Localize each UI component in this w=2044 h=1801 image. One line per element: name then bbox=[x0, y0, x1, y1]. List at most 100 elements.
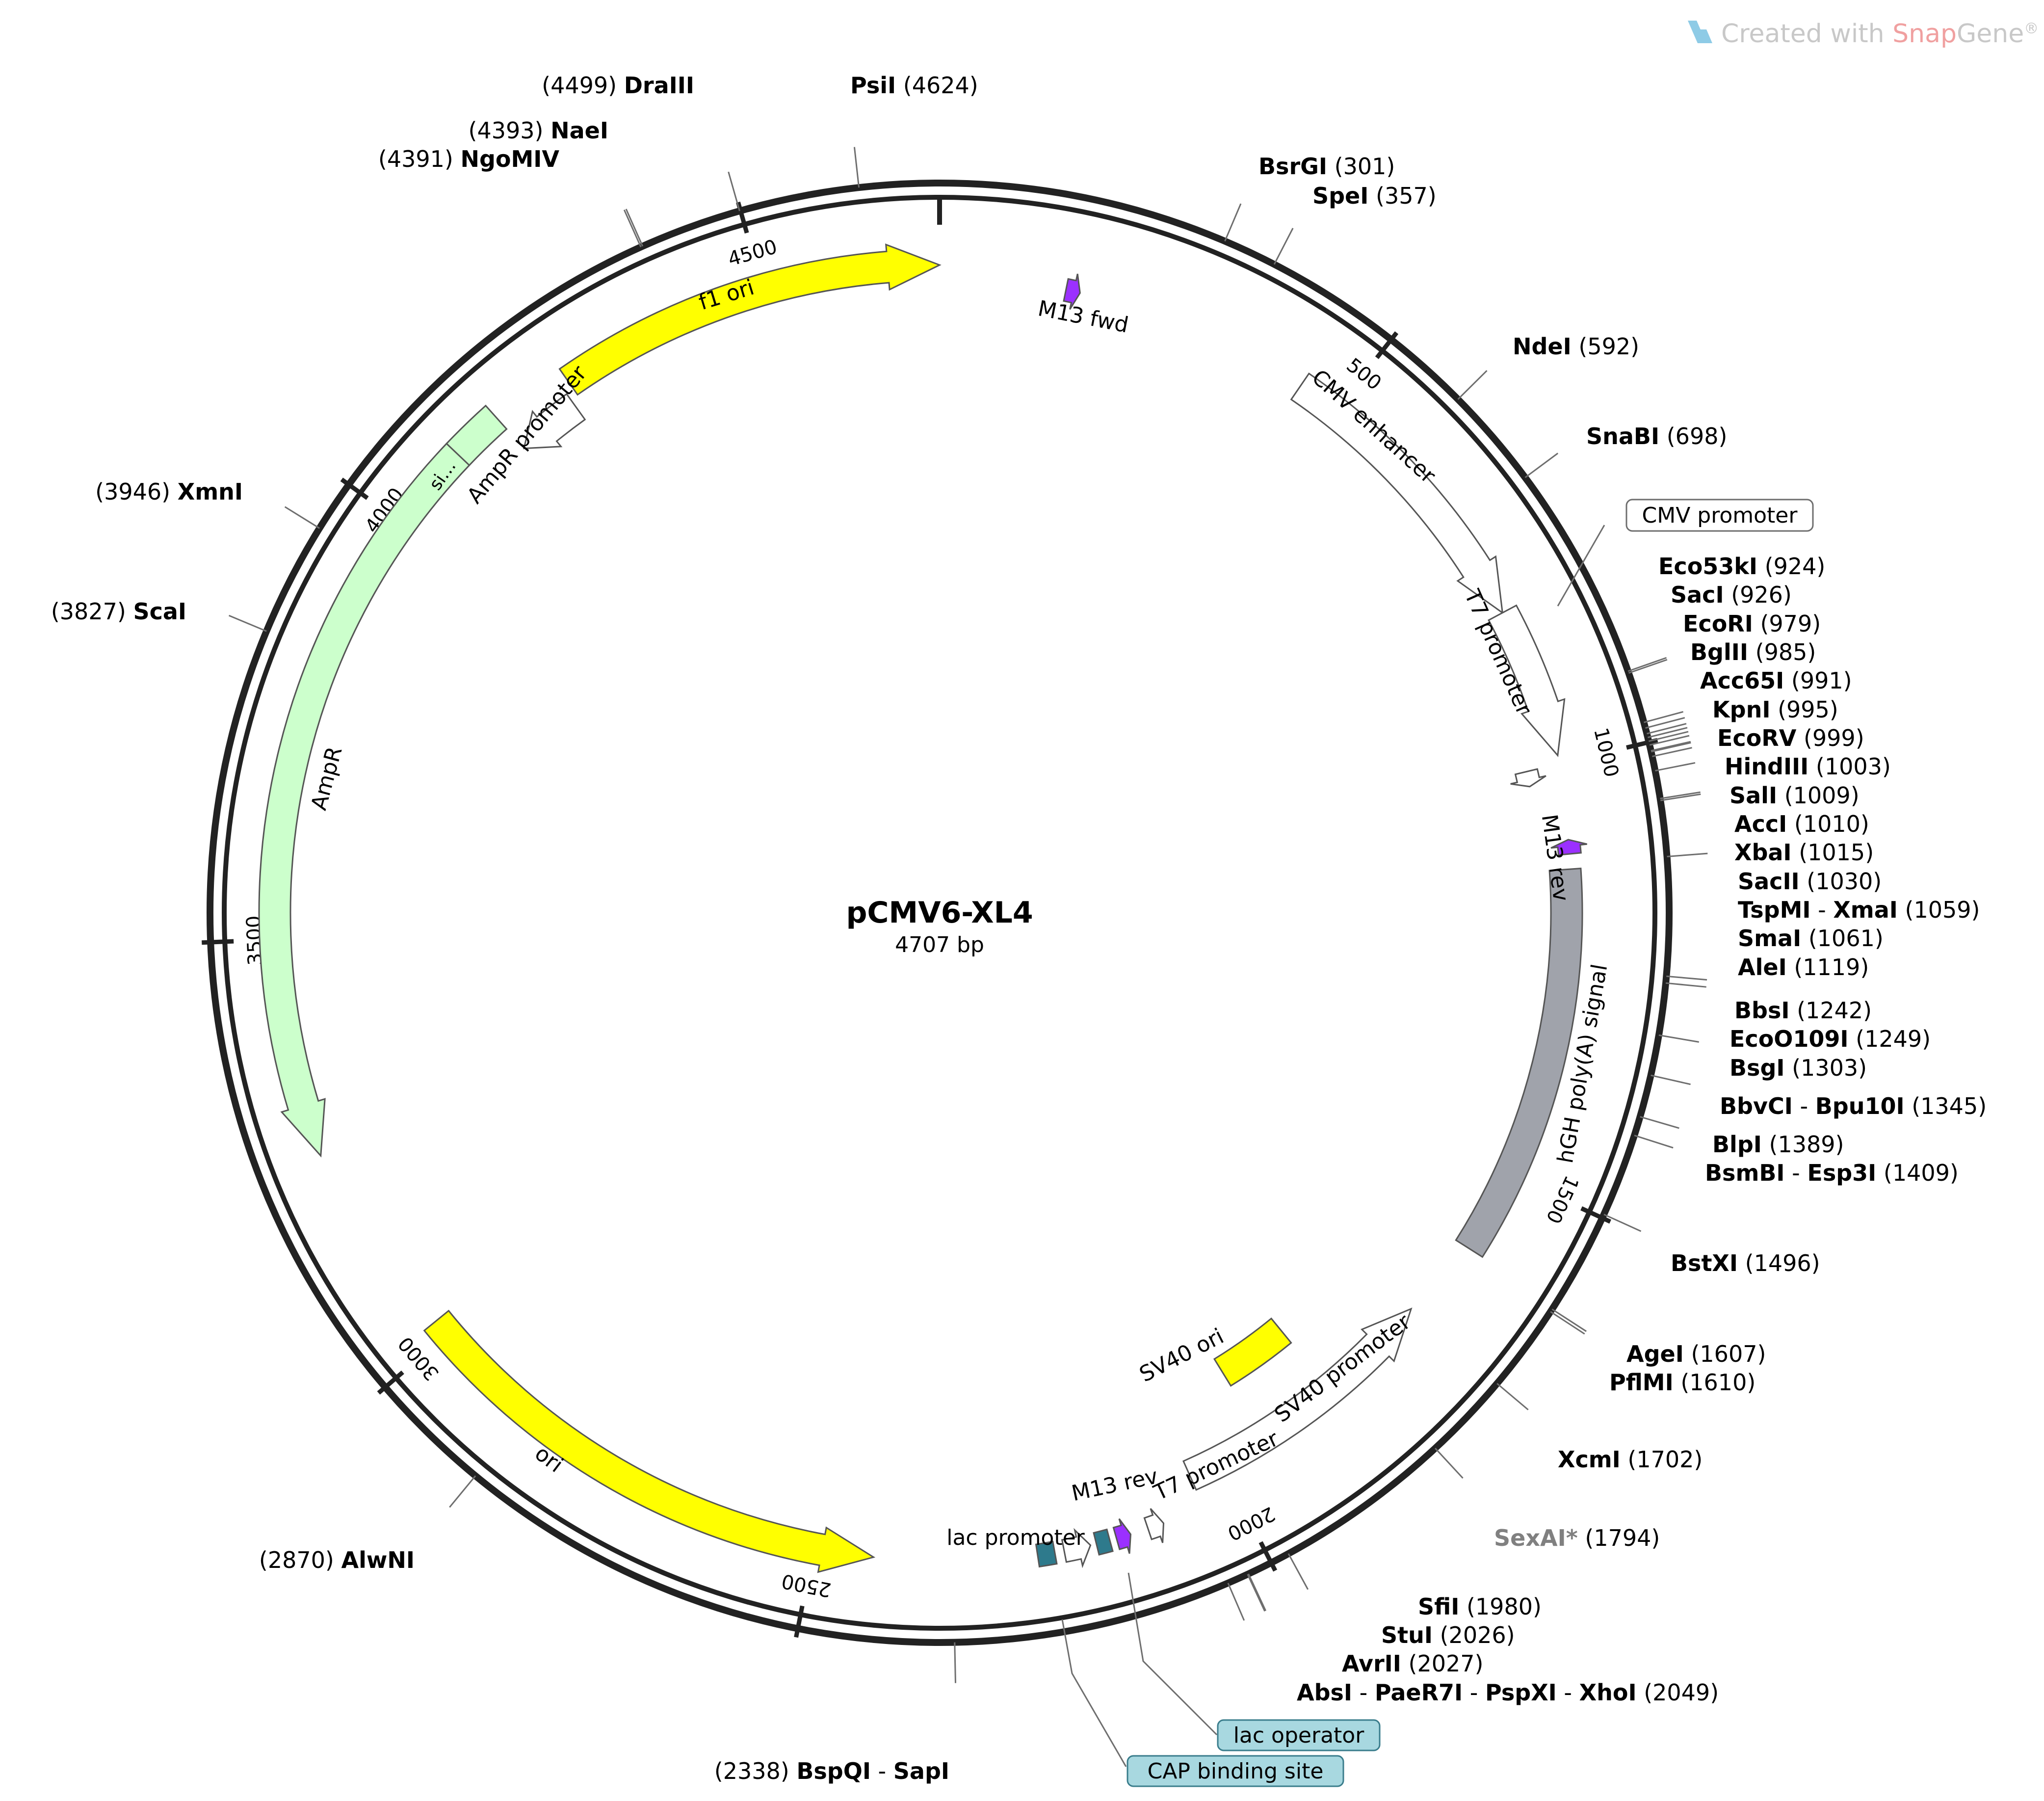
feature-t7-promoter-9[interactable] bbox=[1143, 1508, 1165, 1543]
site-label-naei: (4393) NaeI bbox=[469, 117, 608, 144]
feature-label-cmv-promoter: CMV promoter bbox=[1642, 503, 1798, 528]
site-marker-bstxi bbox=[1603, 1214, 1642, 1232]
site-marker-saci bbox=[1628, 659, 1668, 674]
site-label-eco53ki: Eco53kI (924) bbox=[1658, 553, 1825, 580]
site-marker-stui bbox=[1248, 1573, 1267, 1611]
site-label-draiii: (4499) DraIII bbox=[542, 72, 694, 99]
site-label-bsrgi: BsrGI (301) bbox=[1258, 153, 1395, 180]
tick-4000 bbox=[340, 477, 369, 500]
site-label-bsmbi-esp3i: BsmBI - Esp3I (1409) bbox=[1705, 1160, 1959, 1186]
feature-m13-rev-5[interactable] bbox=[1550, 839, 1587, 856]
site-marker-bbsi bbox=[1666, 975, 1707, 981]
feature-sv40-promoter-7[interactable] bbox=[1182, 1307, 1413, 1491]
feature-ampr-promoter-17[interactable] bbox=[523, 393, 586, 450]
site-marker-ndei bbox=[1457, 370, 1488, 400]
features bbox=[258, 243, 1587, 1573]
site-label-sacii: SacII (1030) bbox=[1738, 868, 1882, 895]
site-marker-blpi bbox=[1640, 1116, 1679, 1129]
feature-cmv-promoter-3[interactable] bbox=[1488, 604, 1566, 757]
site-label-smai: SmaI (1061) bbox=[1738, 925, 1884, 952]
site-marker-bspqi bbox=[954, 1642, 956, 1683]
feature-ori-14[interactable] bbox=[423, 1309, 876, 1573]
snapgene-branding: Created with SnapGene® bbox=[1688, 19, 2039, 49]
site-label-acc65i: Acc65I (991) bbox=[1700, 667, 1852, 694]
site-label-sfii: SfiI (1980) bbox=[1418, 1593, 1542, 1620]
site-label-snabi: SnaBI (698) bbox=[1586, 423, 1727, 450]
feature-cmv-enhancer-2[interactable] bbox=[1290, 372, 1504, 614]
lac-operator-leader bbox=[1127, 1572, 1218, 1736]
feature-cap-binding-site-13[interactable] bbox=[1035, 1540, 1058, 1568]
site-label-spei: SpeI (357) bbox=[1312, 183, 1437, 209]
site-marker-draiii bbox=[728, 171, 740, 212]
tick-3500 bbox=[202, 939, 234, 945]
backbone-outer-strand bbox=[207, 180, 1673, 1646]
site-marker-ngomiv bbox=[623, 210, 642, 247]
site-marker-agei bbox=[1551, 1308, 1587, 1332]
site-labels: BsrGI (301) SpeI (357) NdeI (592) SnaBI … bbox=[51, 72, 1987, 1784]
site-marker-tspmi bbox=[1660, 791, 1701, 799]
site-marker-xmni bbox=[284, 506, 320, 529]
tick-4500 bbox=[736, 201, 749, 234]
feature-label-ampr: AmpR bbox=[306, 744, 347, 813]
site-marker-ecoo109i bbox=[1665, 982, 1706, 988]
site-marker-bsmbi bbox=[1634, 1135, 1674, 1149]
site-marker-sfii bbox=[1287, 1553, 1309, 1590]
site-label-bbvci-bpu10i: BbvCI - Bpu10I (1345) bbox=[1720, 1093, 1987, 1119]
tick-label-2000: 2000 bbox=[1224, 1502, 1279, 1545]
cap-site-leader bbox=[1061, 1619, 1127, 1767]
feature-label-cmv-promoter-box: CMV promoter bbox=[1557, 499, 1814, 607]
feature-label-m13-rev-2: M13 rev bbox=[1070, 1463, 1160, 1506]
site-label-bglii: BglII (985) bbox=[1690, 639, 1816, 665]
feature-label-cap-site: CAP binding site bbox=[1148, 1759, 1324, 1784]
feature-label-sv40-promoter: SV40 promoter bbox=[1270, 1309, 1415, 1428]
site-marker-smai bbox=[1660, 793, 1701, 801]
feature-lac-promoter-12[interactable] bbox=[1061, 1528, 1092, 1568]
site-label-alei: AleI (1119) bbox=[1738, 954, 1869, 980]
site-label-sexai: SexAI* (1794) bbox=[1494, 1525, 1660, 1551]
site-marker-alwni bbox=[449, 1475, 476, 1508]
tick-label-1000: 1000 bbox=[1589, 726, 1623, 780]
feature-lac-operator-11[interactable] bbox=[1093, 1528, 1114, 1556]
site-label-saci: SacI (926) bbox=[1671, 582, 1792, 608]
feature-sv40-ori-8[interactable] bbox=[1213, 1317, 1292, 1387]
site-marker-sacii bbox=[1655, 762, 1696, 772]
feature-hgh-poly-a-signal-6[interactable] bbox=[1455, 867, 1583, 1258]
site-marker-ecorv bbox=[1648, 731, 1689, 742]
site-label-ndei: NdeI (592) bbox=[1513, 333, 1639, 360]
feature-ampr-15[interactable] bbox=[258, 442, 471, 1158]
site-marker-pflmi bbox=[1550, 1311, 1585, 1335]
site-marker-absi bbox=[1227, 1583, 1245, 1621]
site-marker-sexai bbox=[1435, 1448, 1464, 1479]
site-marker-bsrgi bbox=[1224, 203, 1242, 242]
feature-label-t7-promoter-2: T7 promoter bbox=[1150, 1426, 1283, 1506]
site-label-bspqi-sapi: (2338) BspQI - SapI bbox=[714, 1758, 949, 1784]
site-label-psii: PsiI (4624) bbox=[850, 72, 978, 99]
site-marker-naei bbox=[625, 209, 644, 247]
backbone bbox=[207, 180, 1673, 1646]
site-label-xcmi: XcmI (1702) bbox=[1558, 1446, 1703, 1473]
restriction-sites bbox=[228, 147, 1708, 1683]
feature-m13-rev-10[interactable] bbox=[1112, 1518, 1131, 1554]
site-marker-ecori bbox=[1644, 711, 1684, 723]
site-marker-eco53ki bbox=[1627, 657, 1667, 672]
site-label-absi-group: AbsI - PaeR7I - PspXI - XhoI (2049) bbox=[1297, 1679, 1719, 1706]
feature-label-lac-operator-box: lac operator bbox=[1127, 1572, 1381, 1751]
site-marker-sali bbox=[1651, 741, 1691, 752]
site-label-pflmi: PflMI (1610) bbox=[1609, 1369, 1756, 1396]
site-marker-alei bbox=[1667, 852, 1708, 857]
site-marker-xbai bbox=[1652, 747, 1692, 757]
feature-t7-promoter-4[interactable] bbox=[1510, 768, 1546, 788]
feature-m13-fwd-1[interactable] bbox=[1063, 273, 1081, 310]
site-marker-bbvci bbox=[1651, 1074, 1691, 1086]
site-label-tspmi-xmai: TspMI - XmaI (1059) bbox=[1738, 897, 1980, 923]
feature-label-cap-site-box: CAP binding site bbox=[1061, 1619, 1344, 1787]
site-label-alwni: (2870) AlwNI bbox=[259, 1547, 415, 1573]
site-marker-scai bbox=[228, 614, 267, 632]
feature-label-m13-rev-1: M13 rev bbox=[1537, 813, 1573, 903]
site-marker-bglii bbox=[1645, 717, 1685, 729]
feature-si-16[interactable] bbox=[445, 404, 508, 467]
feature-f1-ori-0[interactable] bbox=[558, 243, 942, 396]
site-marker-avrii bbox=[1247, 1574, 1266, 1612]
site-label-ecorv: EcoRV (999) bbox=[1717, 725, 1864, 751]
site-label-ecoo109i: EcoO109I (1249) bbox=[1730, 1026, 1931, 1052]
